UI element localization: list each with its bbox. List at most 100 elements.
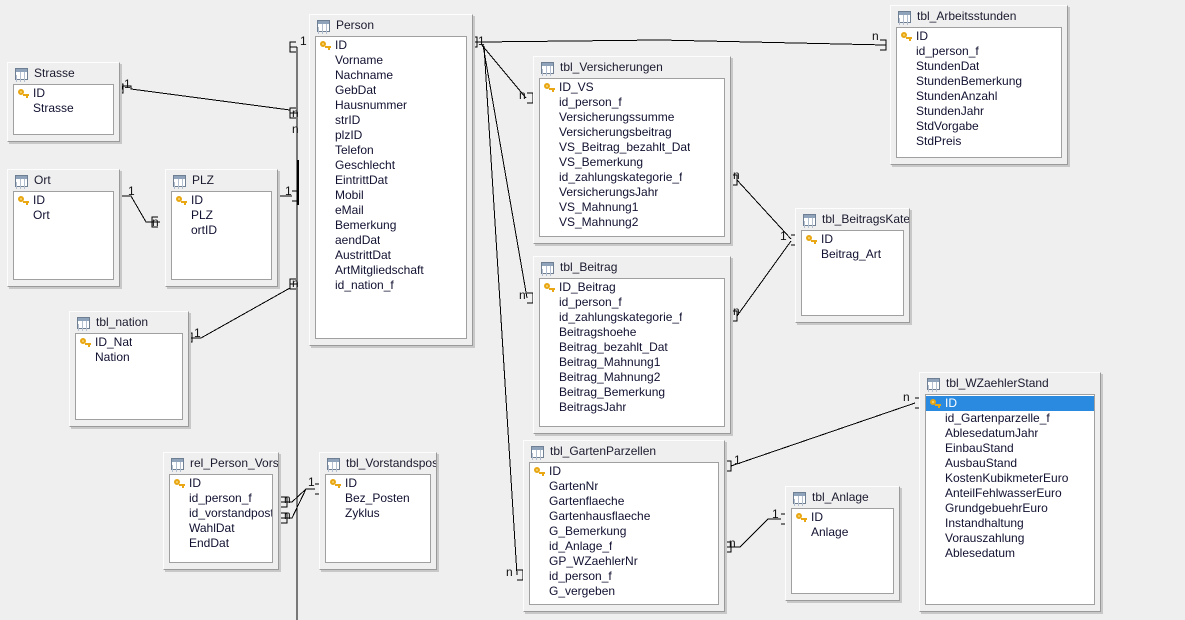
field-row[interactable]: ID	[530, 464, 718, 479]
field-row[interactable]: ID	[14, 86, 113, 101]
field-row[interactable]: ArtMitgliedschaft	[316, 263, 466, 278]
table-header-rel_person_vorst[interactable]: rel_Person_Vorsta	[164, 453, 278, 474]
table-header-tbl_vorstandspos[interactable]: tbl_Vorstandspos	[320, 453, 436, 474]
table-header-ort[interactable]: Ort	[8, 170, 119, 191]
field-row[interactable]: Mobil	[316, 188, 466, 203]
field-row[interactable]: plzID	[316, 128, 466, 143]
field-row[interactable]: Vorname	[316, 53, 466, 68]
field-row[interactable]: AnteilFehlwasserEuro	[926, 486, 1094, 501]
field-row[interactable]: GebDat	[316, 83, 466, 98]
field-row[interactable]: BeitragsJahr	[540, 400, 724, 415]
field-row[interactable]: AblesedatumJahr	[926, 426, 1094, 441]
field-row[interactable]: EndDat	[170, 536, 272, 551]
field-row[interactable]: Bez_Posten	[326, 491, 430, 506]
field-row[interactable]: Nation	[76, 350, 182, 365]
table-header-strasse[interactable]: Strasse	[8, 63, 119, 84]
field-row[interactable]: Anlage	[792, 525, 893, 540]
field-row[interactable]: ID	[170, 476, 272, 491]
field-row[interactable]: ID_VS	[540, 80, 724, 95]
table-header-tbl_wzaehlerstand[interactable]: tbl_WZaehlerStand	[920, 373, 1100, 394]
field-row[interactable]: id_person_f	[897, 44, 1061, 59]
field-row[interactable]: WahlDat	[170, 521, 272, 536]
field-row[interactable]: aendDat	[316, 233, 466, 248]
field-row[interactable]: Bemerkung	[316, 218, 466, 233]
field-row[interactable]: Ablesedatum	[926, 546, 1094, 561]
field-row[interactable]: Beitrag_Mahnung2	[540, 370, 724, 385]
field-row[interactable]: Zyklus	[326, 506, 430, 521]
field-row[interactable]: id_Anlage_f	[530, 539, 718, 554]
field-row[interactable]: id_person_f	[530, 569, 718, 584]
field-row[interactable]: VS_Mahnung2	[540, 215, 724, 230]
field-row[interactable]: ID_Nat	[76, 335, 182, 350]
field-row[interactable]: StdVorgabe	[897, 119, 1061, 134]
field-row[interactable]: Ort	[14, 208, 113, 223]
field-row[interactable]: ortID	[172, 223, 271, 238]
field-row[interactable]: ID	[897, 29, 1061, 44]
field-row[interactable]: Beitrag_Mahnung1	[540, 355, 724, 370]
field-row[interactable]: StundenJahr	[897, 104, 1061, 119]
field-row[interactable]: PLZ	[172, 208, 271, 223]
table-header-tbl_gartenparzellen[interactable]: tbl_GartenParzellen	[524, 441, 724, 462]
field-row[interactable]: id_Gartenparzelle_f	[926, 411, 1094, 426]
field-row[interactable]: Beitrag_Art	[802, 247, 903, 262]
field-row[interactable]: GartenNr	[530, 479, 718, 494]
field-row[interactable]: ID	[326, 476, 430, 491]
field-row[interactable]: VS_Mahnung1	[540, 200, 724, 215]
field-row[interactable]: ID	[792, 510, 893, 525]
field-row[interactable]: EintrittDat	[316, 173, 466, 188]
table-header-tbl_anlage[interactable]: tbl_Anlage	[786, 487, 899, 508]
field-row[interactable]: Vorauszahlung	[926, 531, 1094, 546]
field-row[interactable]: VS_Bemerkung	[540, 155, 724, 170]
field-row[interactable]: Gartenflaeche	[530, 494, 718, 509]
field-row[interactable]: ID_Beitrag	[540, 280, 724, 295]
field-row[interactable]: VS_Beitrag_bezahlt_Dat	[540, 140, 724, 155]
field-row[interactable]: Beitrag_Bemerkung	[540, 385, 724, 400]
field-row[interactable]: Instandhaltung	[926, 516, 1094, 531]
table-header-tbl_arbeitsstunden[interactable]: tbl_Arbeitsstunden	[891, 6, 1067, 27]
field-row[interactable]: ID	[172, 193, 271, 208]
table-header-tbl_beitrag[interactable]: tbl_Beitrag	[534, 257, 730, 278]
field-row[interactable]: id_vorstandposte	[170, 506, 272, 521]
field-row[interactable]: ID	[926, 396, 1094, 411]
field-row[interactable]: Telefon	[316, 143, 466, 158]
field-row[interactable]: id_zahlungskategorie_f	[540, 170, 724, 185]
field-row[interactable]: AustrittDat	[316, 248, 466, 263]
field-row[interactable]: id_person_f	[170, 491, 272, 506]
table-header-tbl_versicherungen[interactable]: tbl_Versicherungen	[534, 57, 730, 78]
field-row[interactable]: G_vergeben	[530, 584, 718, 599]
field-row[interactable]: VersicherungsJahr	[540, 185, 724, 200]
table-window-rel_person_vorst[interactable]: rel_Person_VorstaIDid_person_fid_vorstan…	[163, 452, 279, 570]
field-row[interactable]: KostenKubikmeterEuro	[926, 471, 1094, 486]
field-row[interactable]: id_zahlungskategorie_f	[540, 310, 724, 325]
field-row[interactable]: Hausnummer	[316, 98, 466, 113]
field-row[interactable]: id_nation_f	[316, 278, 466, 293]
table-header-tbl_beitragskateg[interactable]: tbl_BeitragsKateg	[796, 209, 909, 230]
field-row[interactable]: ID	[802, 232, 903, 247]
field-row[interactable]: Versicherungsbeitrag	[540, 125, 724, 140]
field-row[interactable]: Beitrag_bezahlt_Dat	[540, 340, 724, 355]
field-row[interactable]: eMail	[316, 203, 466, 218]
field-row[interactable]: StdPreis	[897, 134, 1061, 149]
field-row[interactable]: ID	[14, 193, 113, 208]
